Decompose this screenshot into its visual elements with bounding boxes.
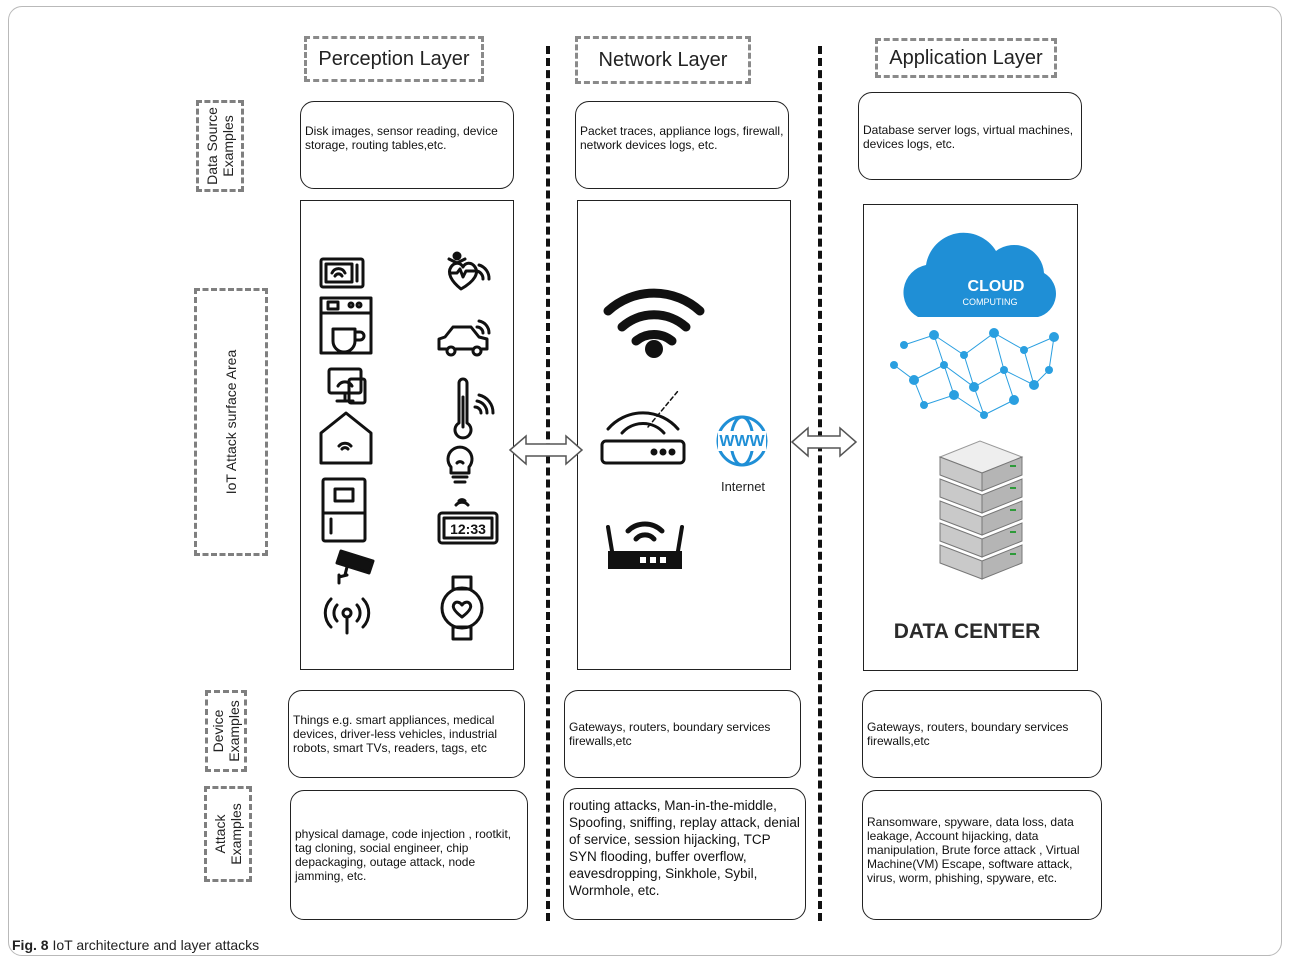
figure-number: Fig. 8: [12, 937, 49, 953]
perception-attack-box: physical damage, code injection , rootki…: [290, 790, 528, 920]
perception-data-source-box: Disk images, sensor reading, device stor…: [300, 101, 514, 189]
application-attack-box: Ransomware, spyware, data loss, data lea…: [862, 790, 1102, 920]
application-devices-panel: CLOUD COMPUTING DATA CENTER: [863, 204, 1078, 671]
figure-frame: [8, 6, 1282, 956]
coffee-machine-icon: [319, 296, 373, 355]
digital-clock-icon: [437, 498, 499, 545]
internet-label: Internet: [721, 479, 765, 494]
network-attack-box: routing attacks, Man-in-the-middle, Spoo…: [563, 788, 806, 920]
network-data-source-box: Packet traces, appliance logs, firewall,…: [575, 101, 789, 189]
www-label: WWW: [719, 433, 765, 450]
connected-car-icon: [437, 319, 491, 357]
application-data-source-box: Database server logs, virtual machines, …: [858, 92, 1082, 180]
double-arrow-right: [790, 426, 858, 458]
row-label-data-source: Data Source Examples: [196, 100, 244, 192]
smart-bulb-icon: [446, 445, 474, 484]
separator-left: [546, 46, 550, 921]
microwave-icon: [319, 257, 365, 289]
perception-layer-title: Perception Layer: [304, 36, 484, 82]
figure-caption: Fig. 8 IoT architecture and layer attack…: [12, 937, 259, 953]
network-icons: WWW Internet: [600, 288, 768, 569]
row-label-attack-surface: IoT Attack surface Area: [194, 288, 268, 556]
wifi-router-icon: [606, 521, 684, 569]
cloud-computing-icon: [890, 232, 1059, 419]
row-label-attack: Attack Examples: [204, 786, 252, 882]
sensor-antenna-icon: [323, 597, 371, 635]
security-camera-icon: [335, 549, 375, 585]
router-icon: [600, 390, 686, 465]
perception-devices-panel: 12:33: [300, 200, 514, 670]
health-monitor-icon: [447, 251, 491, 291]
network-devices-panel: WWW Internet: [577, 200, 791, 670]
application-device-box: Gateways, routers, boundary services fir…: [862, 690, 1102, 778]
data-center-label: DATA CENTER: [894, 620, 1041, 643]
computing-label: COMPUTING: [963, 297, 1018, 307]
row-label-device: Device Examples: [205, 690, 247, 772]
fridge-icon: [321, 477, 367, 543]
application-icons: CLOUD COMPUTING DATA CENTER: [890, 232, 1059, 643]
clock-display-text: 12:33: [450, 521, 486, 537]
thermometer-icon: [453, 377, 495, 440]
separator-right: [818, 46, 822, 921]
perception-icons: 12:33: [319, 251, 499, 641]
smart-home-icon: [319, 411, 373, 465]
figure-caption-text: IoT architecture and layer attacks: [52, 937, 260, 953]
perception-device-box: Things e.g. smart appliances, medical de…: [288, 690, 525, 778]
application-layer-title: Application Layer: [875, 38, 1057, 78]
network-device-box: Gateways, routers, boundary services fir…: [564, 690, 801, 778]
double-arrow-left: [508, 434, 584, 466]
data-center-servers-icon: [938, 440, 1024, 580]
computer-icon: [327, 367, 367, 405]
network-layer-title: Network Layer: [575, 36, 751, 84]
smartwatch-icon: [440, 575, 484, 641]
wifi-icon: [603, 288, 705, 358]
cloud-label: CLOUD: [968, 278, 1025, 295]
